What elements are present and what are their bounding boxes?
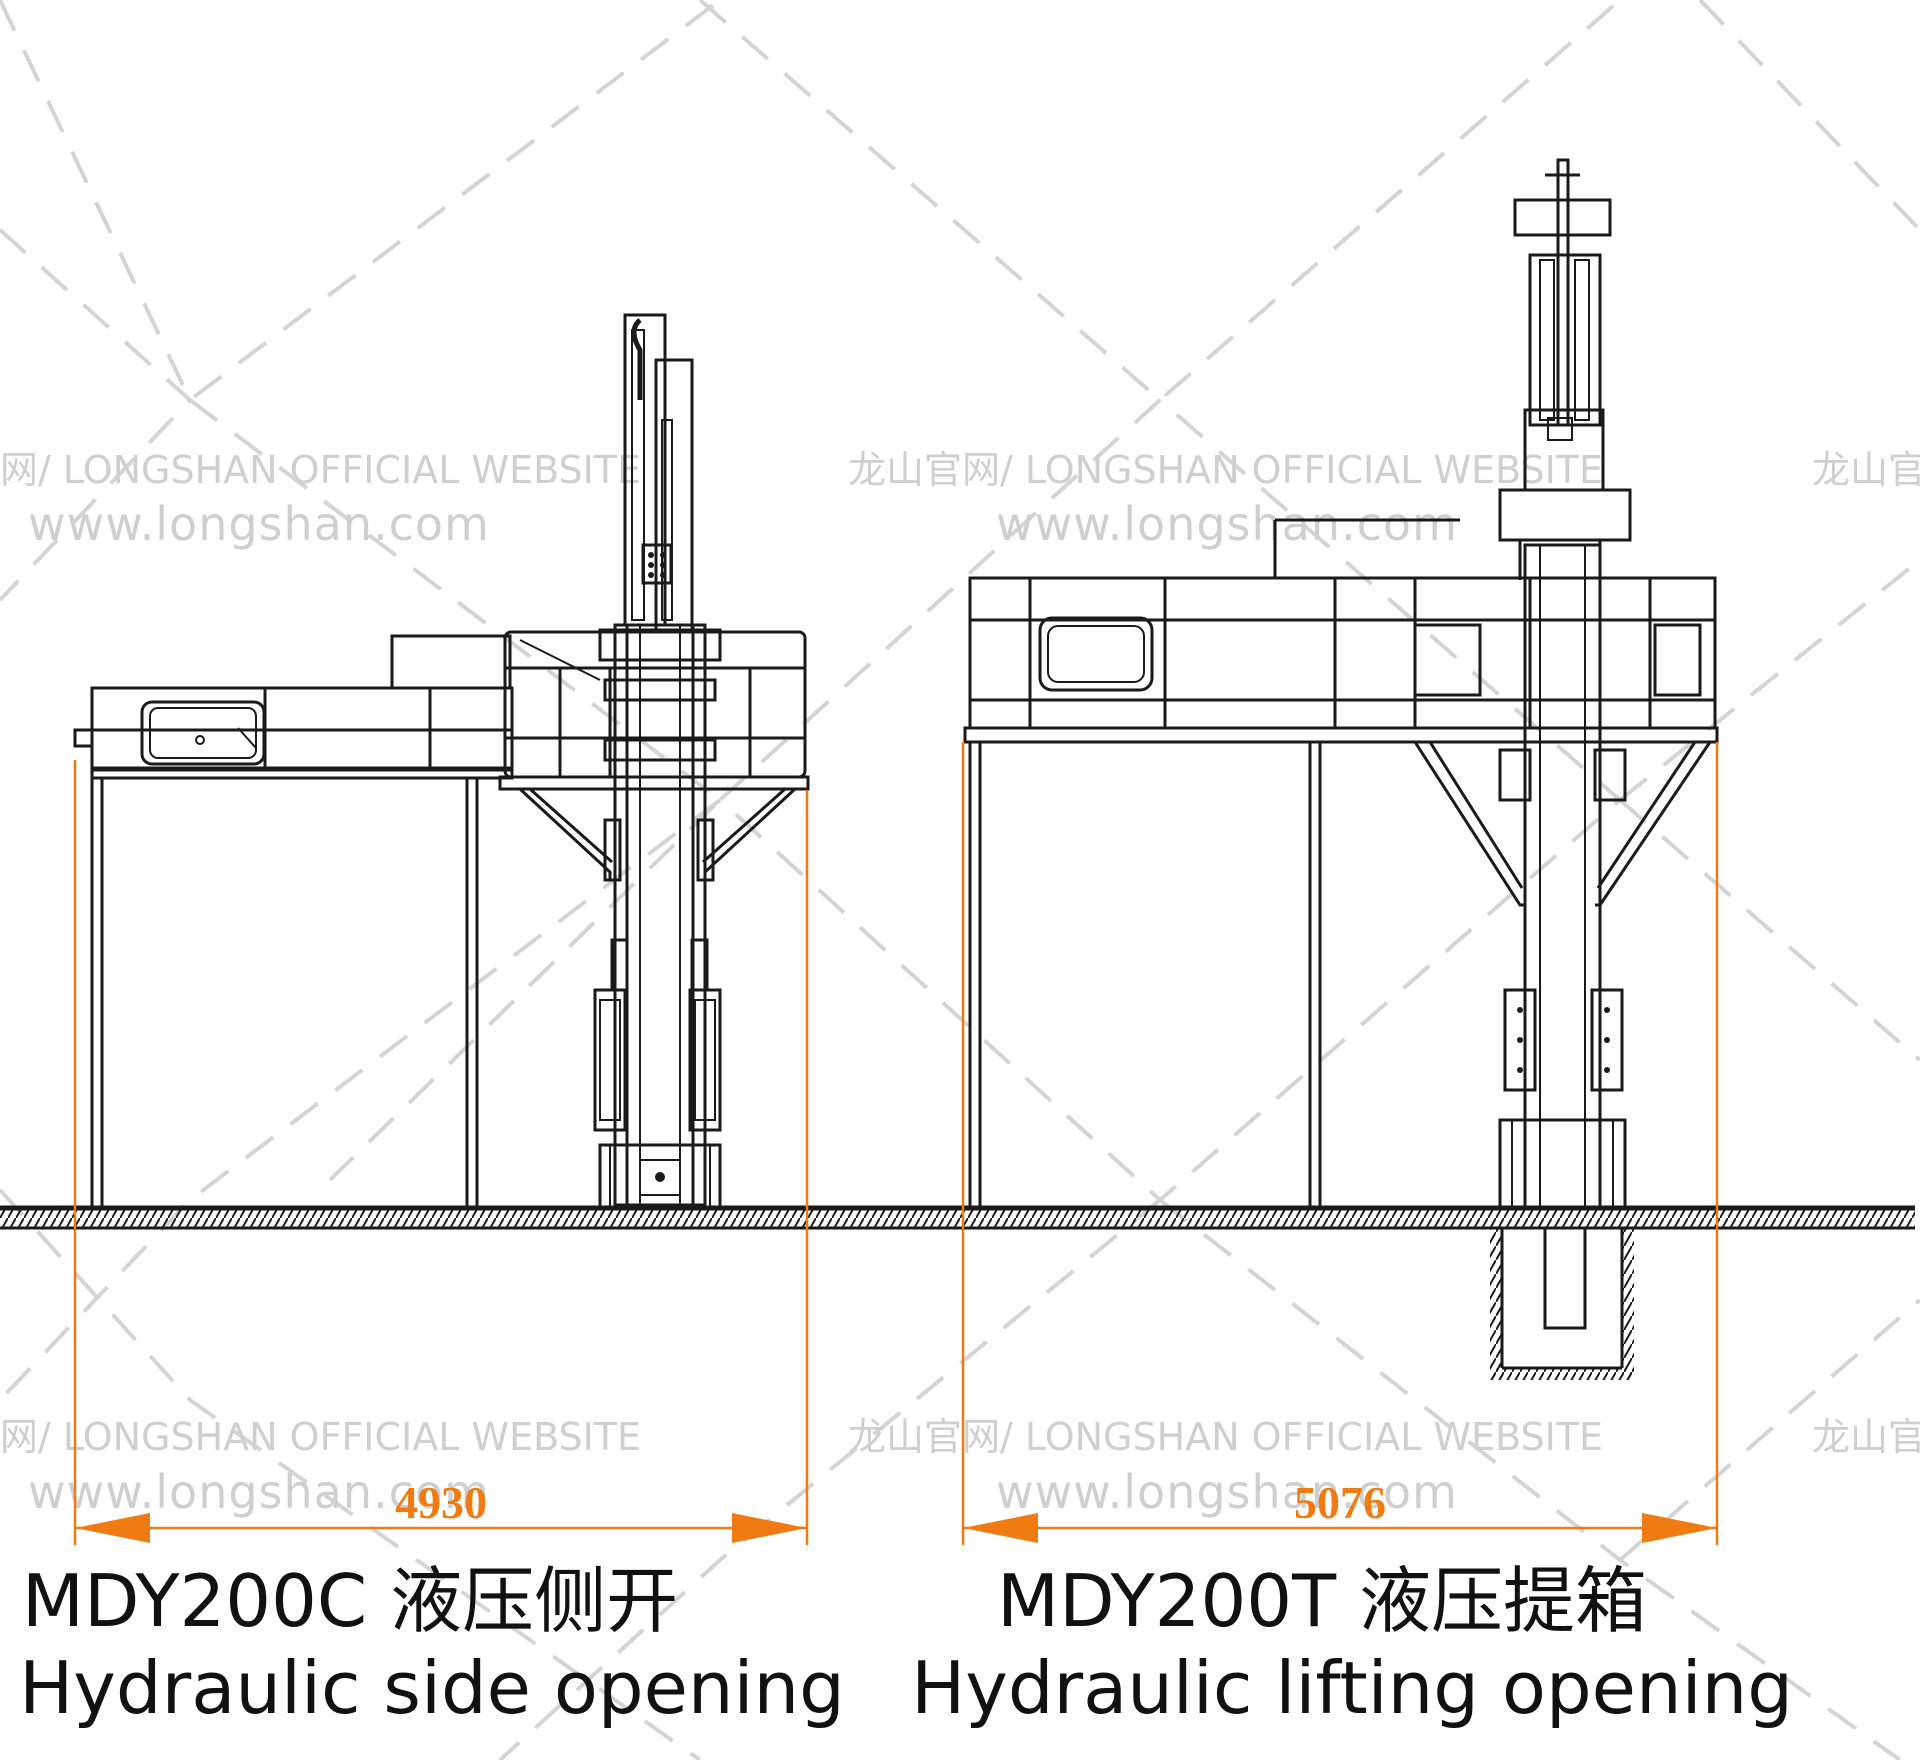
watermark-line1-right-lower: 龙山官 <box>1812 1415 1920 1459</box>
watermark-url-left: www.longshan.com <box>28 497 490 551</box>
machine-mdy200t-drawing <box>963 158 1719 1380</box>
watermark-line1-center-lower: 龙山官网/ LONGSHAN OFFICIAL WEBSITE <box>848 1415 1603 1459</box>
caption-mdy200c-title: MDY200C 液压侧开 <box>22 1559 678 1643</box>
dimension-label-5076: 5076 <box>1294 1477 1386 1528</box>
watermark-url-center: www.longshan.com <box>996 497 1458 551</box>
watermark-line1-right: 龙山官 <box>1812 448 1920 492</box>
caption-mdy200t-subtitle: Hydraulic lifting opening <box>911 1646 1793 1730</box>
caption-mdy200c-subtitle: Hydraulic side opening <box>19 1646 845 1730</box>
dimension-mdy200t: 5076 <box>961 742 1719 1545</box>
watermark-texts: 网/ LONGSHAN OFFICIAL WEBSITE www.longsha… <box>0 448 1920 1519</box>
watermark-line1-left-lower: 网/ LONGSHAN OFFICIAL WEBSITE <box>0 1415 641 1459</box>
watermark-url-center-lower: www.longshan.com <box>996 1465 1458 1519</box>
dimension-label-4930: 4930 <box>395 1477 487 1528</box>
machine-mdy200c-drawing <box>73 313 810 1209</box>
watermark-line1-center: 龙山官网/ LONGSHAN OFFICIAL WEBSITE <box>848 448 1603 492</box>
watermark-url-left-lower: www.longshan.com <box>28 1465 490 1519</box>
captions: MDY200C 液压侧开 Hydraulic side opening MDY2… <box>19 1559 1793 1730</box>
dimension-mdy200c: 4930 <box>73 760 809 1545</box>
caption-mdy200t-title: MDY200T 液压提箱 <box>997 1559 1647 1643</box>
watermark-line1-left: 网/ LONGSHAN OFFICIAL WEBSITE <box>0 448 641 492</box>
ground <box>0 1205 1915 1230</box>
